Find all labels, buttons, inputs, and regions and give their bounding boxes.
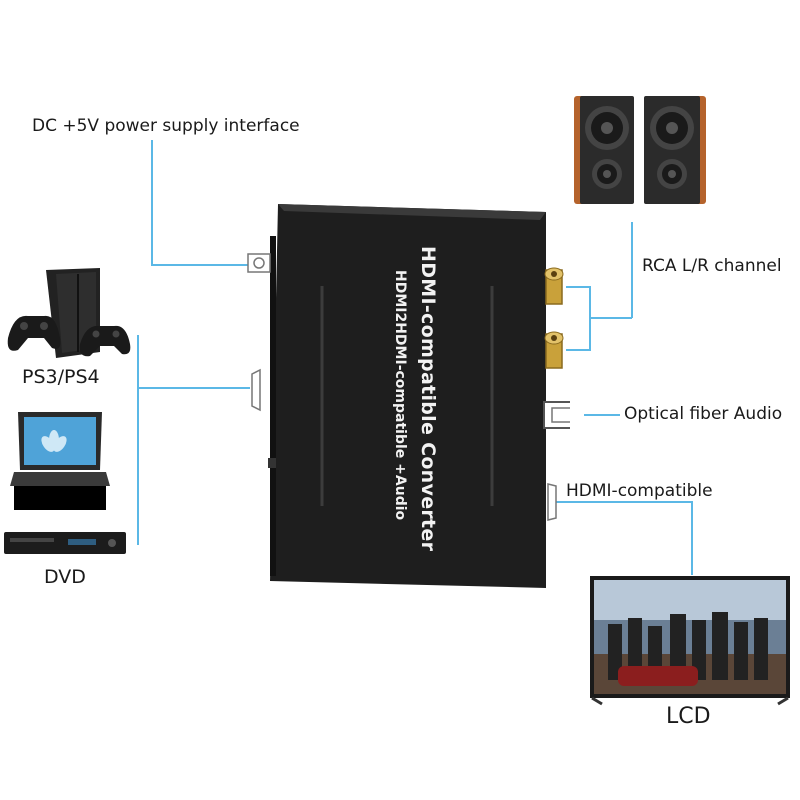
lcd-label: LCD bbox=[666, 704, 711, 729]
rca-jack-bottom bbox=[544, 331, 564, 369]
dvd-player-icon bbox=[4, 532, 126, 554]
hdmi-input-port bbox=[251, 368, 261, 412]
ps-label: PS3/PS4 bbox=[22, 366, 100, 388]
optical-label: Optical fiber Audio bbox=[624, 404, 783, 424]
power-line bbox=[151, 140, 248, 266]
dc-power-port bbox=[247, 253, 271, 273]
speaker-icon bbox=[574, 96, 706, 204]
tv-screen-figures bbox=[608, 612, 768, 680]
device-subtitle: HDMI2HDMI-compatible +Audio bbox=[392, 270, 408, 521]
dvd-label: DVD bbox=[44, 566, 86, 588]
game-console-icon bbox=[7, 268, 131, 358]
device-title: HDMI-compatible Converter bbox=[417, 246, 439, 552]
rca-jack-top bbox=[544, 267, 564, 305]
rca-label: RCA L/R channel bbox=[642, 256, 782, 276]
hdmi-out-line bbox=[556, 501, 693, 575]
tv-icon bbox=[590, 576, 790, 706]
laptop-screen-leaf bbox=[41, 430, 67, 452]
speaker-right bbox=[644, 96, 706, 204]
rca-line-top bbox=[566, 286, 632, 319]
power-label: DC +5V power supply interface bbox=[32, 116, 300, 136]
gamepad-icon bbox=[7, 315, 131, 357]
speaker-left bbox=[574, 96, 634, 204]
hdmi-output-port bbox=[547, 483, 557, 521]
rca-line-bottom bbox=[566, 318, 591, 351]
laptop-icon bbox=[10, 412, 110, 510]
converter-device bbox=[247, 204, 570, 588]
hdmi-out-label: HDMI-compatible bbox=[566, 481, 713, 501]
optical-port bbox=[543, 401, 570, 429]
